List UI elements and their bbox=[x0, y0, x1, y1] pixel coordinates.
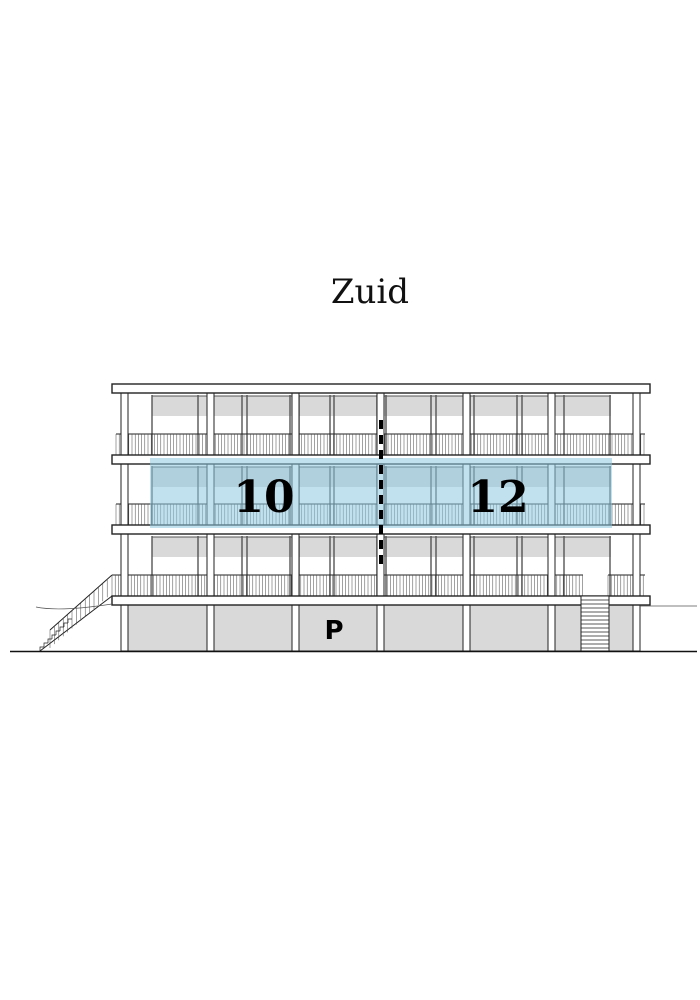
parking-label: P bbox=[324, 616, 343, 646]
column bbox=[462, 392, 471, 456]
garage-column bbox=[291, 604, 300, 652]
column bbox=[547, 392, 556, 456]
stair-step bbox=[51, 634, 56, 639]
garage-column bbox=[376, 604, 385, 652]
column bbox=[120, 463, 129, 526]
stair-step bbox=[67, 618, 72, 623]
garage-column bbox=[120, 604, 129, 652]
stair-step bbox=[39, 646, 44, 651]
column bbox=[291, 392, 300, 456]
column bbox=[206, 533, 215, 597]
column bbox=[120, 533, 129, 597]
stair-step bbox=[43, 642, 48, 647]
column bbox=[632, 533, 641, 597]
left-stair-stringer bbox=[39, 595, 113, 652]
garage-column bbox=[206, 604, 215, 652]
column bbox=[632, 392, 641, 456]
column bbox=[120, 392, 129, 456]
stair-step bbox=[59, 626, 64, 631]
stair-step bbox=[55, 630, 60, 635]
column bbox=[462, 533, 471, 597]
stair-step bbox=[63, 622, 68, 627]
right-stair bbox=[580, 595, 610, 652]
unit-label-12: 12 bbox=[467, 472, 528, 523]
floor-slab bbox=[111, 383, 651, 394]
column bbox=[632, 463, 641, 526]
elevation-title: Zuid bbox=[330, 272, 410, 312]
column bbox=[547, 533, 556, 597]
garage-column bbox=[632, 604, 641, 652]
column bbox=[291, 533, 300, 597]
garage-column bbox=[462, 604, 471, 652]
left-stair-handrail bbox=[49, 574, 113, 631]
terrain-line-left bbox=[35, 603, 113, 610]
garage-column bbox=[547, 604, 556, 652]
stair-step bbox=[47, 638, 52, 643]
column bbox=[206, 392, 215, 456]
unit-label-10: 10 bbox=[233, 472, 294, 523]
floor-slab bbox=[111, 595, 651, 606]
